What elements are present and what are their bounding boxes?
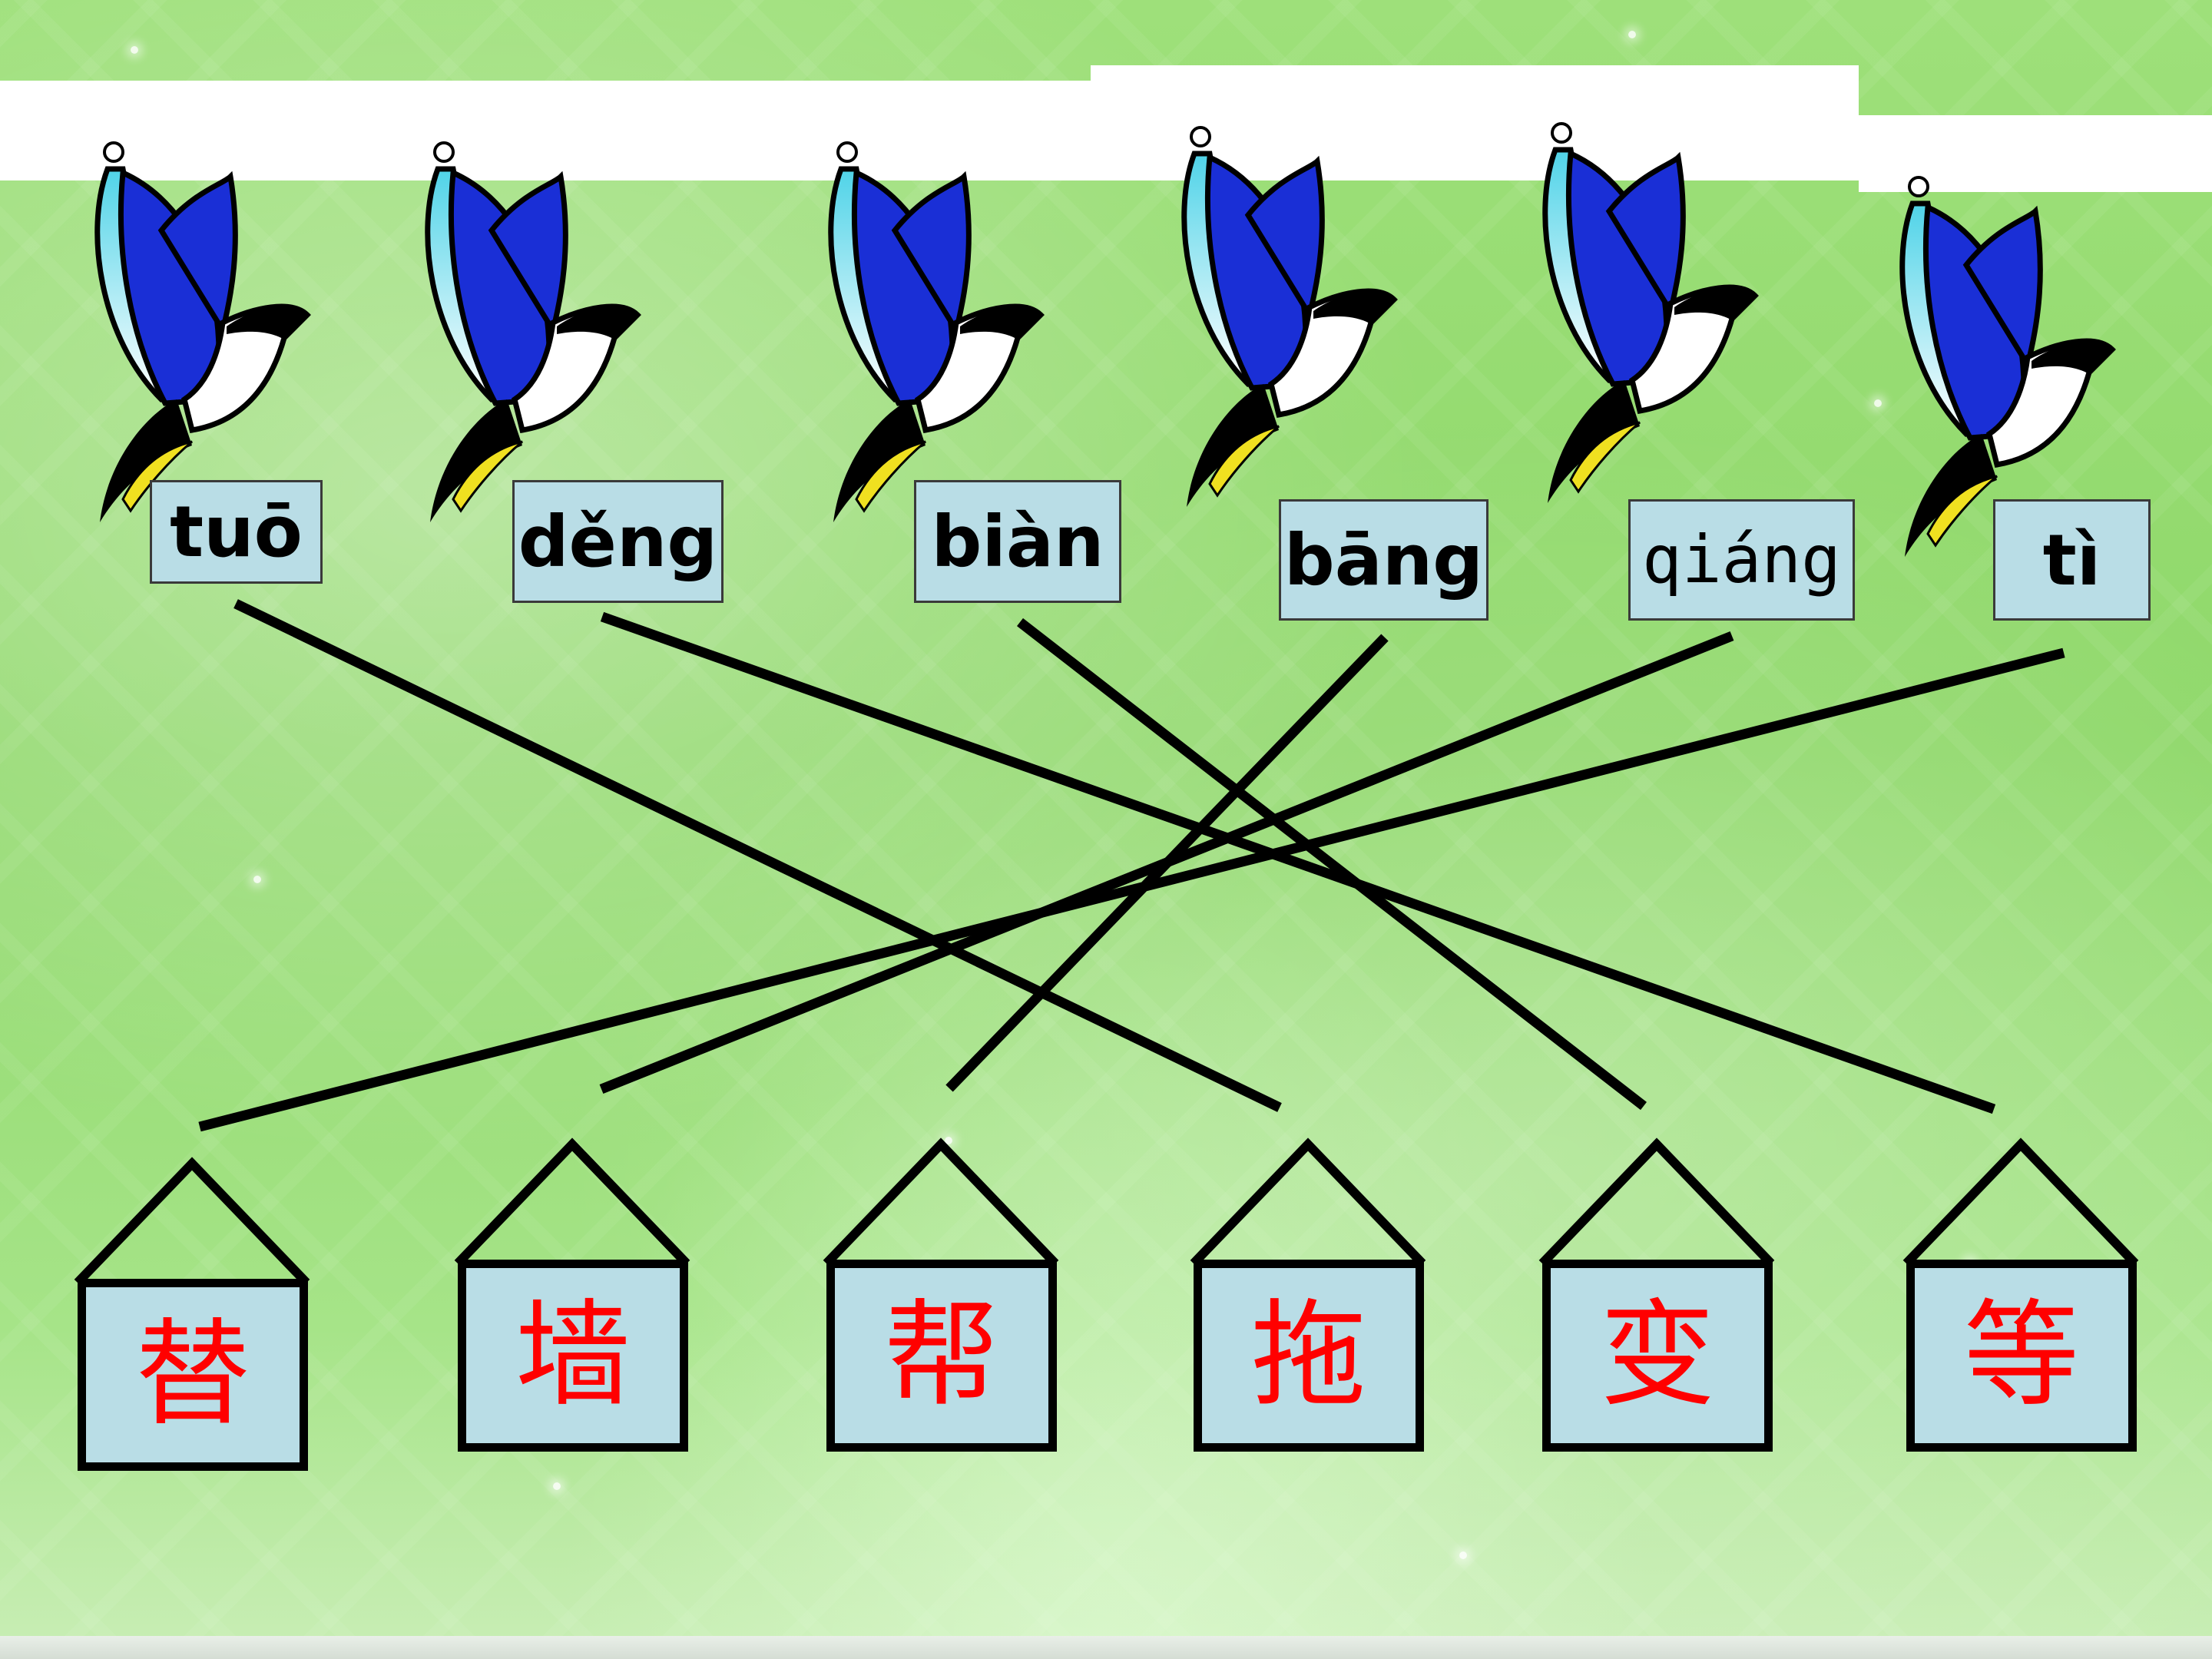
sparkle [1874,399,1882,407]
house[interactable]: 拖 [1189,1137,1427,1475]
house[interactable]: 帮 [822,1137,1060,1475]
hanzi-box: 变 [1542,1260,1773,1452]
sparkle [131,46,138,54]
hanzi-label: 帮 [883,1289,999,1422]
hanzi-box: 拖 [1194,1260,1424,1452]
bird-icon [94,141,311,522]
house-roof-icon [1190,1137,1426,1267]
hanzi-label: 墙 [515,1289,631,1422]
pinyin-label[interactable]: bāng [1279,499,1488,621]
pinyin-label[interactable]: biàn [914,480,1121,603]
house-roof-icon [1538,1137,1775,1267]
bird [1525,119,1778,549]
top-white-band [0,81,1091,180]
house-roof-icon [74,1157,310,1286]
house-roof-icon [1902,1137,2139,1267]
hanzi-label: 变 [1599,1289,1715,1422]
pinyin-label[interactable]: děng [512,480,724,603]
bird-icon [1899,176,2116,557]
house[interactable]: 变 [1538,1137,1776,1475]
hanzi-box: 墙 [458,1260,688,1452]
house-roof-icon [454,1137,690,1267]
hanzi-label: 替 [134,1308,250,1442]
pinyin-label[interactable]: tì [1993,499,2151,621]
bird [1882,173,2135,603]
match-line [233,599,1282,1112]
bird [1164,123,1417,553]
house-roof-icon [823,1137,1059,1267]
bird [407,138,661,568]
hanzi-box: 等 [1906,1260,2137,1452]
bird-icon [1181,126,1398,507]
match-line [198,647,2065,1132]
bottom-strip [0,1636,2212,1659]
match-line [599,631,1734,1094]
bird [77,138,330,568]
match-line [1017,618,1647,1111]
hanzi-label: 拖 [1250,1289,1366,1422]
hanzi-box: 替 [78,1279,308,1471]
sparkle [945,1137,952,1144]
sparkle [1628,31,1636,38]
house[interactable]: 等 [1902,1137,2140,1475]
pinyin-label[interactable]: tuō [150,480,323,584]
house[interactable]: 替 [73,1156,311,1494]
sparkle [1459,1551,1467,1559]
hanzi-box: 帮 [826,1260,1057,1452]
bird-icon [828,141,1045,522]
pinyin-label[interactable]: qiáng [1628,499,1855,621]
match-line [600,611,1996,1114]
hanzi-label: 等 [1963,1289,2079,1422]
bird-icon [425,141,641,522]
sparkle [553,1482,561,1490]
bird-icon [1542,122,1759,503]
bird [810,138,1064,568]
sparkle [253,876,261,883]
house[interactable]: 墙 [453,1137,691,1475]
